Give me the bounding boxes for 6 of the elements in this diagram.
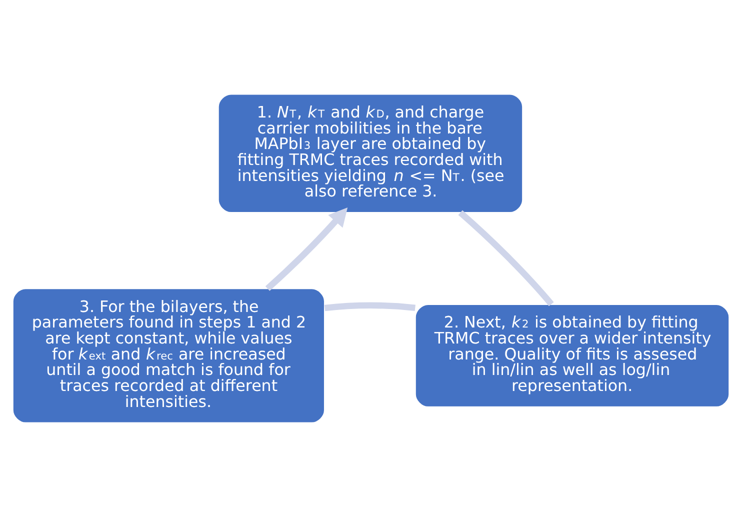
connector bbox=[458, 210, 554, 306]
node-box: 3. For the bilayers, the parameters found in steps 1 and 2 are kept constant, while values for kext and krec are increased until a good match is found for traces recorded at different intensities. bbox=[12, 288, 326, 424]
arrow bbox=[265, 208, 348, 291]
node-box: 1. NT, kT and kD, and charge carrier mobilities in the bare MAPbI3 layer are obtained by fitting TRMC traces recorded with intensities yielding n <= NT. (see also reference 3. bbox=[218, 94, 524, 214]
node-box: 2. Next, k2 is obtained by fitting TRMC traces over a wider intensity range. Quality of fits is assesed in lin/lin as well as log/lin representation. bbox=[414, 304, 730, 408]
connector bbox=[324, 302, 416, 312]
